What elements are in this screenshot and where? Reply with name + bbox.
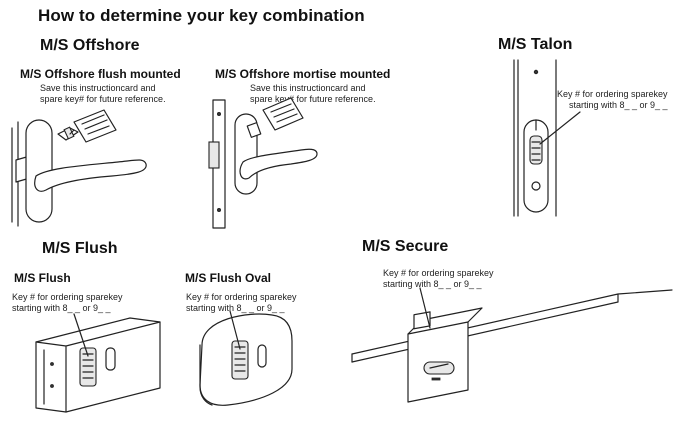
offshore-flush-note-line1: Save this instructioncard and: [40, 83, 156, 93]
offshore-mortise-title: M/S Offshore mortise mounted: [215, 67, 391, 81]
talon-note-line2: starting with 8_ _ or 9_ _: [569, 100, 668, 110]
offshore-mortise-illustration: [208, 97, 318, 229]
secure-heading: M/S Secure: [362, 238, 449, 255]
flush-oval-note-line1: Key # for ordering sparekey: [186, 292, 297, 302]
secure-note-line1: Key # for ordering sparekey: [383, 268, 494, 278]
flush-title: M/S Flush: [14, 271, 71, 285]
key-icon: [246, 122, 262, 138]
keypad-icon: [79, 347, 97, 387]
instruction-card-icon: [73, 109, 117, 143]
talon-note: Key # for ordering sparekey starting wit…: [557, 89, 668, 111]
flush-note-line2: starting with 8_ _ or 9_ _: [12, 303, 111, 313]
offshore-flush-title: M/S Offshore flush mounted: [20, 67, 181, 81]
flush-oval-note: Key # for ordering sparekey starting wit…: [186, 292, 297, 314]
secure-illustration: [351, 287, 673, 403]
flush-heading: M/S Flush: [42, 240, 118, 257]
latch-icon: [257, 344, 267, 368]
talon-heading: M/S Talon: [498, 36, 573, 53]
keypad-icon: [231, 340, 249, 380]
lock-plate-icon: [35, 317, 161, 413]
keypad-icon: [529, 135, 543, 165]
offshore-heading: M/S Offshore: [40, 37, 140, 54]
page-title: How to determine your key combination: [38, 6, 365, 25]
flush-oval-illustration: [199, 310, 293, 406]
lock-plate-icon: [523, 119, 549, 213]
offshore-flush-illustration: [11, 109, 147, 227]
offshore-mortise-note-line1: Save this instructioncard and: [250, 83, 366, 93]
talon-illustration: [513, 59, 581, 217]
offshore-mortise-note-line2: spare key# for future reference.: [250, 94, 376, 104]
flush-note: Key # for ordering sparekey starting wit…: [12, 292, 123, 314]
door-handle-icon: [34, 159, 147, 192]
flush-illustration: [35, 313, 161, 413]
secure-note-line2: starting with 8_ _ or 9_ _: [383, 279, 482, 289]
offshore-flush-note-line2: spare key# for future reference.: [40, 94, 166, 104]
keypad-icon: [423, 361, 455, 375]
offshore-flush-note: Save this instructioncard and spare key#…: [40, 83, 166, 105]
flush-note-line1: Key # for ordering sparekey: [12, 292, 123, 302]
talon-note-line1: Key # for ordering sparekey: [557, 89, 668, 99]
offshore-mortise-note: Save this instructioncard and spare key#…: [250, 83, 376, 105]
latch-icon: [105, 347, 116, 371]
door-handle-icon: [239, 148, 318, 180]
flush-oval-note-line2: starting with 8_ _ or 9_ _: [186, 303, 285, 313]
flush-oval-title: M/S Flush Oval: [185, 271, 272, 285]
secure-note: Key # for ordering sparekey starting wit…: [383, 268, 494, 290]
